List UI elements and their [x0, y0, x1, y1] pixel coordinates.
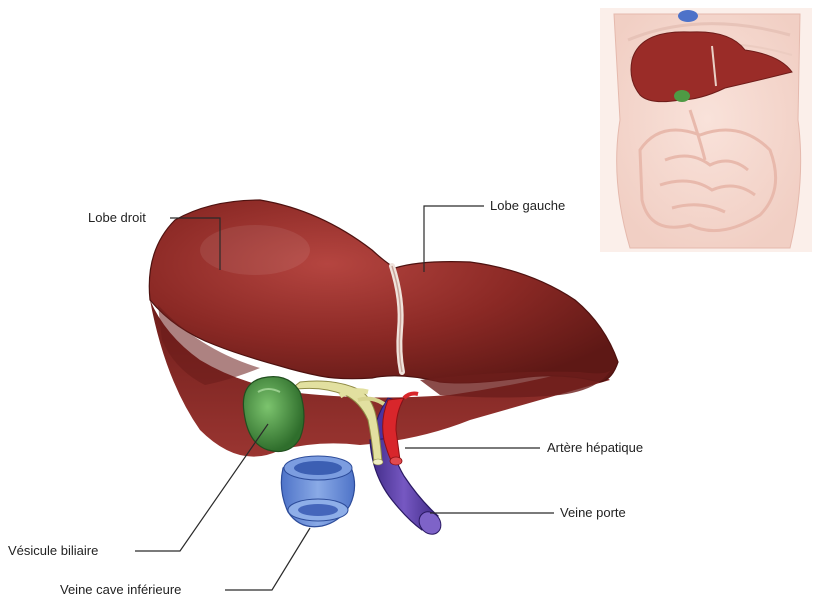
inferior-vena-cava — [281, 456, 354, 527]
torso-inset — [600, 8, 812, 252]
inset-gallbladder — [674, 90, 690, 102]
label-lobe-gauche: Lobe gauche — [490, 198, 565, 213]
leader-veine-cave — [225, 528, 310, 590]
label-artere-hepatique: Artère hépatique — [547, 440, 643, 455]
label-veine-porte: Veine porte — [560, 505, 626, 520]
inset-vena-cava — [678, 10, 698, 22]
label-vesicule-biliaire: Vésicule biliaire — [8, 543, 98, 558]
label-veine-cave-inferieure: Veine cave inférieure — [60, 582, 181, 597]
label-lobe-droit: Lobe droit — [88, 210, 146, 225]
liver-highlight — [200, 225, 310, 275]
